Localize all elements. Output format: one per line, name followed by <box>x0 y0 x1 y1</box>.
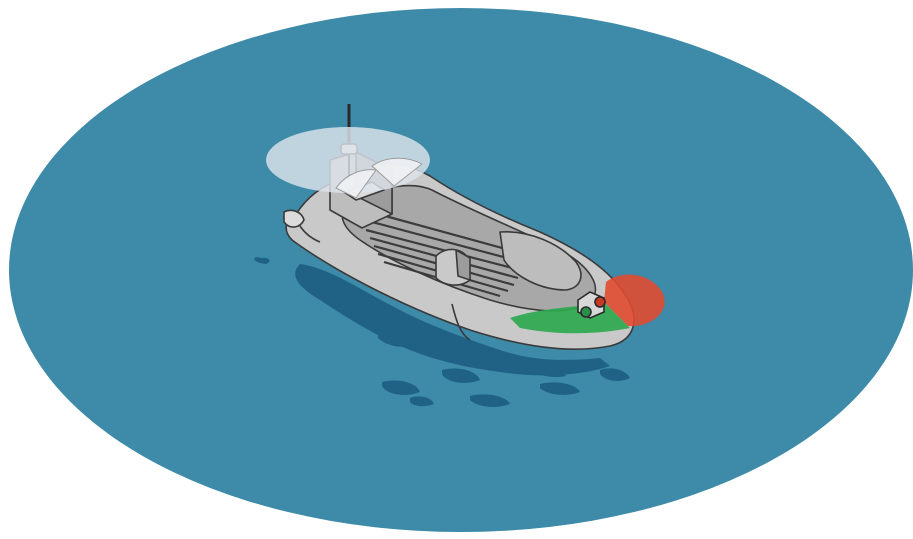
boat-navigation-lights-illustration <box>0 0 913 539</box>
